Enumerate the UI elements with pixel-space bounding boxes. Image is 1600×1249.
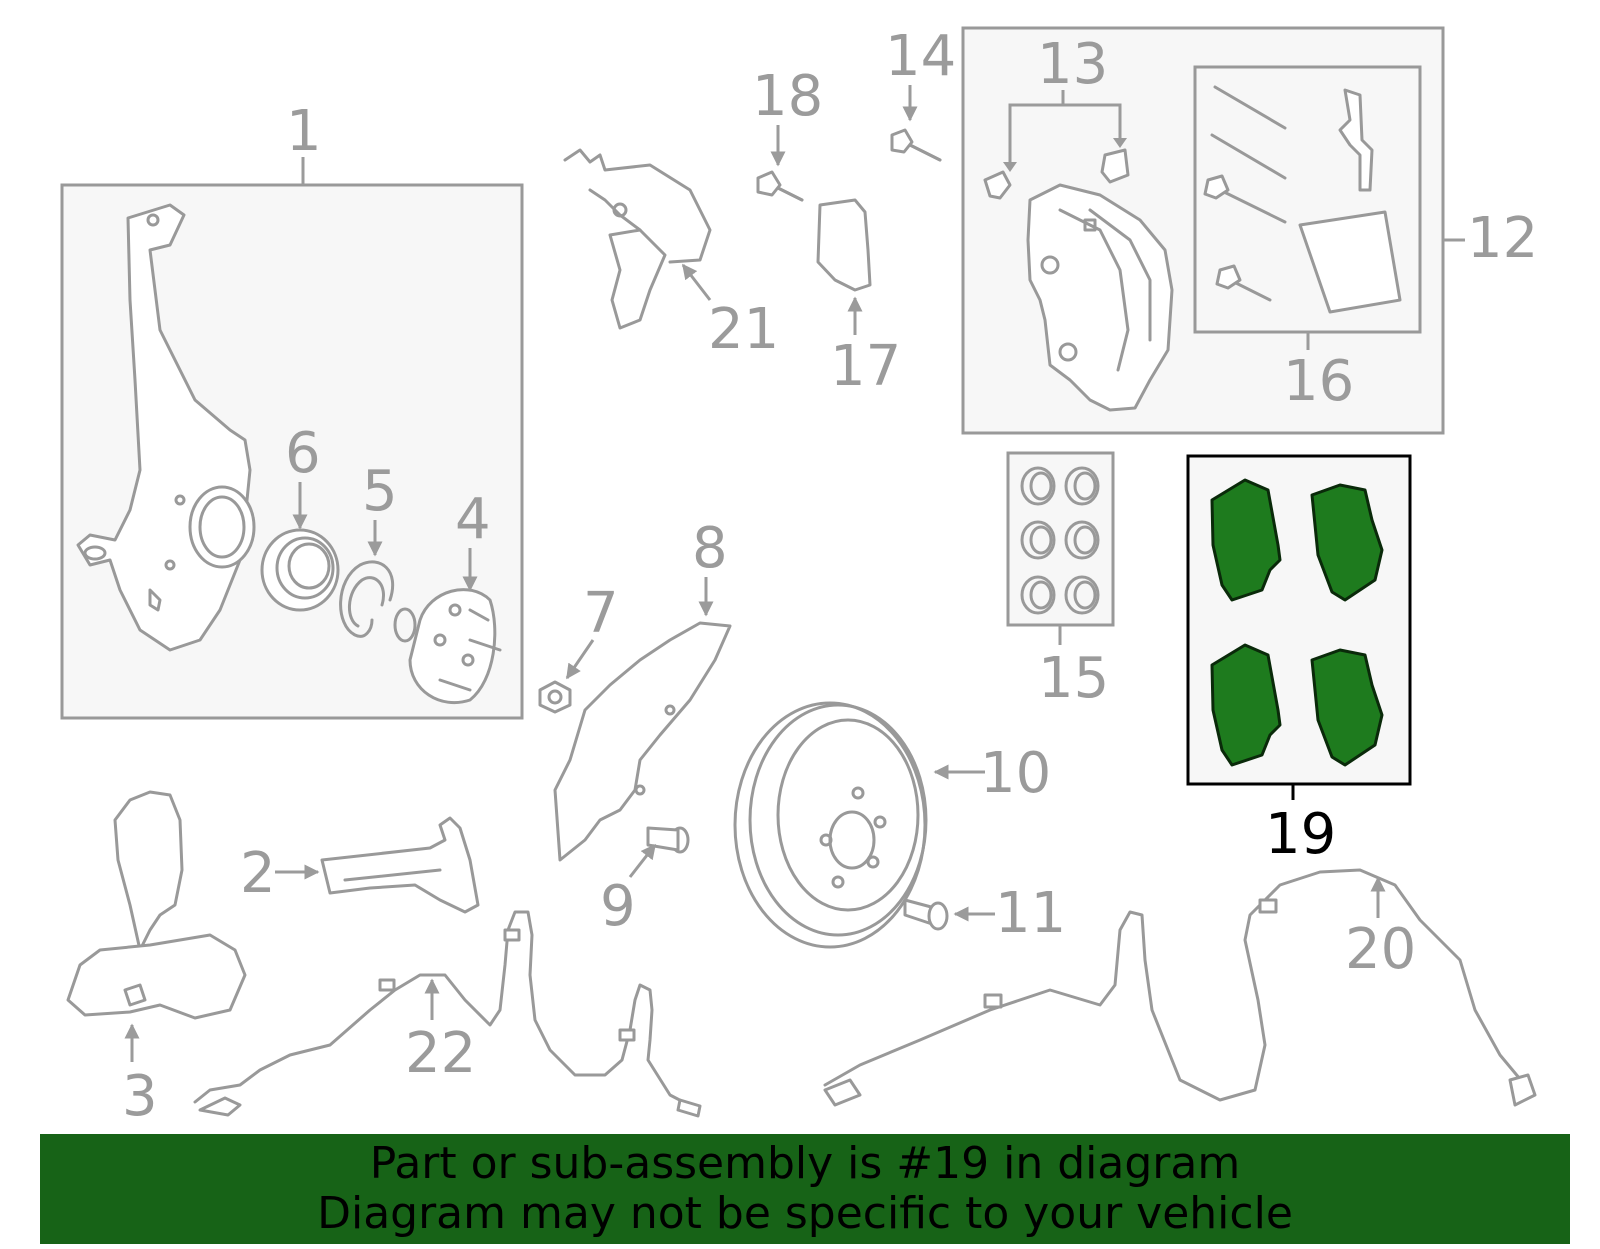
banner-line-2: Diagram may not be specific to your vehi…	[317, 1188, 1293, 1239]
callout-9: 9	[600, 874, 636, 939]
bleeder-screws	[983, 148, 1130, 200]
banner-line-1: Part or sub-assembly is #19 in diagram	[369, 1138, 1241, 1189]
sensor-harness-20	[823, 868, 1537, 1107]
callout-3: 3	[122, 1064, 158, 1129]
brake-pads	[1210, 478, 1384, 767]
callout-14: 14	[885, 24, 956, 89]
bolt-18	[756, 170, 804, 202]
brake-rotor	[733, 701, 928, 949]
hardware-kit	[1203, 85, 1402, 314]
screw-11	[903, 898, 949, 931]
splash-shield	[553, 621, 732, 862]
steering-knuckle	[76, 203, 256, 652]
callout-10: 10	[980, 741, 1051, 806]
callout-12: 12	[1467, 206, 1538, 271]
part-3-shield	[66, 790, 247, 1020]
callout-16: 16	[1283, 349, 1354, 414]
callout-18: 18	[752, 64, 823, 129]
brake-caliper	[1026, 183, 1174, 412]
callout-2: 2	[240, 841, 276, 906]
wheel-hub	[393, 588, 502, 705]
callout-20: 20	[1345, 917, 1416, 982]
nut-7	[538, 680, 572, 714]
callout-8: 8	[692, 516, 728, 581]
callout-19: 19	[1265, 802, 1336, 867]
bolt-14	[890, 128, 942, 162]
callout-11: 11	[995, 881, 1066, 946]
info-banner: Part or sub-assembly is #19 in diagram D…	[40, 1134, 1570, 1244]
caliper-clip	[816, 198, 872, 292]
sensor-bracket	[563, 148, 712, 330]
callout-21: 21	[708, 297, 779, 362]
piston-seals	[1020, 466, 1100, 615]
snap-ring	[339, 560, 395, 638]
sensor-harness-22	[193, 910, 702, 1118]
callout-7: 7	[583, 581, 619, 646]
callout-6: 6	[285, 421, 321, 486]
callout-15: 15	[1038, 646, 1109, 711]
callout-22: 22	[405, 1021, 476, 1086]
wheel-bearing	[260, 528, 340, 612]
callout-5: 5	[362, 459, 398, 524]
bracket-2	[320, 816, 480, 914]
callout-13: 13	[1037, 32, 1108, 97]
callout-4: 4	[455, 487, 491, 552]
callout-17: 17	[830, 334, 901, 399]
callout-1: 1	[286, 99, 322, 164]
